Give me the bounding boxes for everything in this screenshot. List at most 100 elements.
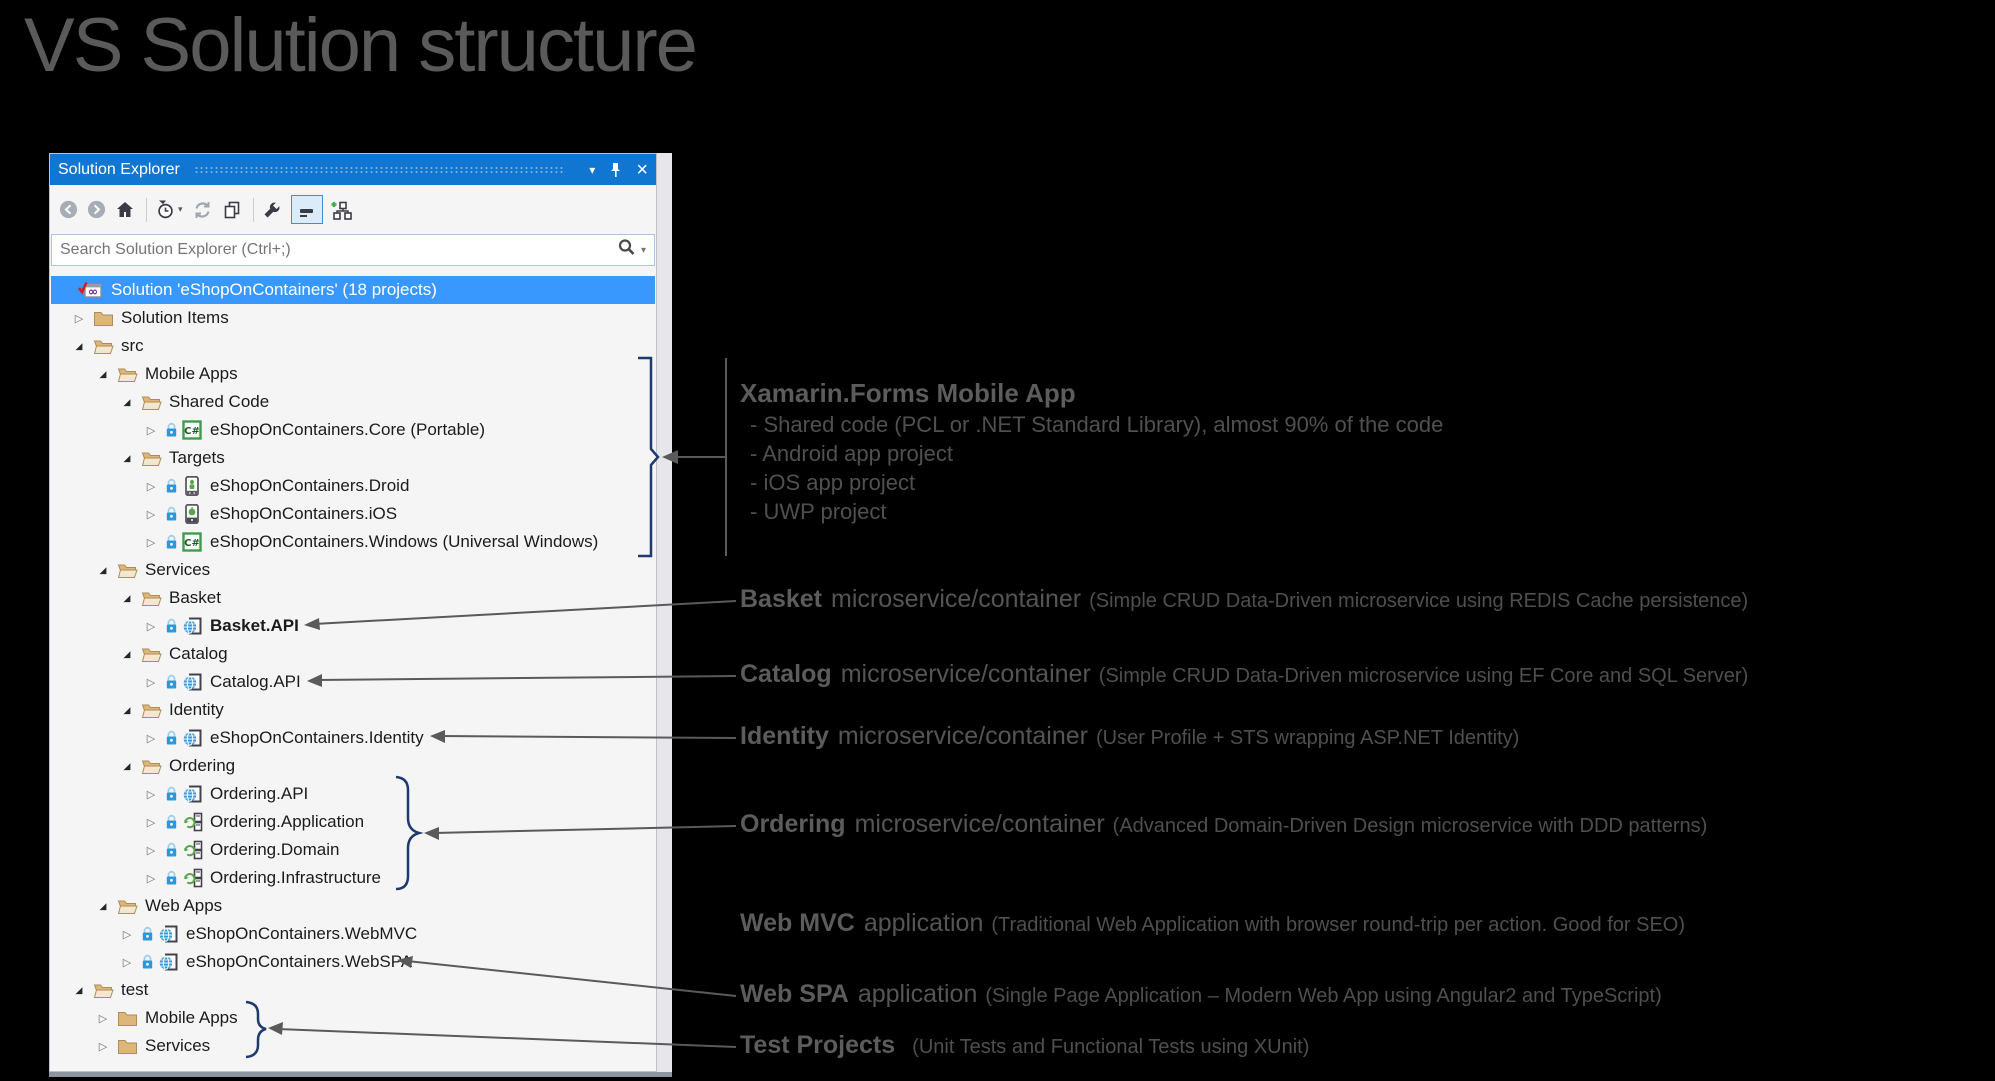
tree-item-test[interactable]: ◢test <box>51 976 655 1004</box>
expand-arrow-icon[interactable]: ▷ <box>146 480 156 493</box>
drag-handle-dots[interactable] <box>193 166 564 175</box>
expand-arrow-icon[interactable]: ▷ <box>146 508 156 521</box>
tree-item-eshoponcontainers-webmvc[interactable]: ▷eShopOnContainers.WebMVC <box>51 920 655 948</box>
lock-icon <box>165 618 178 634</box>
tree-item-ordering-api[interactable]: ▷Ordering.API <box>51 780 655 808</box>
expand-arrow-icon[interactable]: ▷ <box>146 844 156 857</box>
tree-item-eshoponcontainers-webspa[interactable]: ▷ eShopOnContainers.WebSPA <box>51 948 655 976</box>
home-button[interactable] <box>115 196 135 224</box>
web-icon <box>182 616 203 636</box>
lock-icon <box>165 814 178 830</box>
tree-item-shared-code[interactable]: ◢Shared Code <box>51 388 655 416</box>
expand-arrow-icon[interactable]: ▷ <box>146 872 156 885</box>
collapse-arrow-icon[interactable]: ◢ <box>123 592 131 603</box>
collapse-arrow-icon[interactable]: ◢ <box>123 704 131 715</box>
lock-icon <box>141 926 154 942</box>
web-icon <box>182 728 203 748</box>
expand-arrow-icon[interactable]: ▷ <box>146 424 156 437</box>
expand-arrow-icon[interactable]: ▷ <box>146 676 156 689</box>
tree-item-mobile-apps[interactable]: ◢Mobile Apps <box>51 360 655 388</box>
collapse-arrow-icon[interactable]: ◢ <box>99 564 107 575</box>
expand-arrow-icon[interactable]: ▷ <box>122 956 132 969</box>
classlib-icon <box>182 840 203 860</box>
tree-item-src[interactable]: ◢src <box>51 332 655 360</box>
tree-item-services[interactable]: ▷Services <box>51 1032 655 1060</box>
lock-icon <box>165 422 178 438</box>
tree-item-eshoponcontainers-windows-universal-windows[interactable]: ▷C#eShopOnContainers.Windows (Universal … <box>51 528 655 556</box>
tree-item-catalog-api[interactable]: ▷ Catalog.API <box>51 668 655 696</box>
tree-item-label: Catalog.API <box>210 672 301 691</box>
collapse-arrow-icon[interactable]: ◢ <box>123 396 131 407</box>
forward-button[interactable] <box>87 196 106 224</box>
tree-item-eshoponcontainers-core-portable[interactable]: ▷ C# eShopOnContainers.Core (Portable) <box>51 416 655 444</box>
callout-mid: microservice/container <box>837 722 1088 750</box>
tree-item-ordering[interactable]: ◢Ordering <box>51 752 655 780</box>
folder-open-icon <box>117 366 138 383</box>
search-input[interactable] <box>60 241 617 259</box>
tree-item-label: eShopOnContainers.Core (Portable) <box>210 420 485 439</box>
tree-item-targets[interactable]: ◢Targets <box>51 444 655 472</box>
expand-arrow-icon[interactable]: ▷ <box>98 1040 108 1053</box>
tree-item-web-apps[interactable]: ◢Web Apps <box>51 892 655 920</box>
callout-mid: microservice/container <box>831 585 1082 613</box>
search-options-caret-icon[interactable]: ▾ <box>640 244 646 256</box>
sync-with-active-document-button[interactable] <box>192 196 213 224</box>
callout-name: Web SPA <box>740 980 849 1008</box>
properties-wrench-button[interactable] <box>262 196 282 224</box>
tree-item-mobile-apps[interactable]: ▷Mobile Apps <box>51 1004 655 1032</box>
tree-item-ordering-domain[interactable]: ▷Ordering.Domain <box>51 836 655 864</box>
search-icon[interactable] <box>617 238 636 262</box>
tree-item-services[interactable]: ◢Services <box>51 556 655 584</box>
tree-item-basket[interactable]: ◢Basket <box>51 584 655 612</box>
collapse-arrow-icon[interactable]: ◢ <box>99 368 107 379</box>
filter-pending-changes-button[interactable]: ▾ <box>155 196 183 224</box>
tree-item-ordering-application[interactable]: ▷Ordering.Application <box>51 808 655 836</box>
panel-toolbar: ▾ <box>50 185 656 234</box>
callout-mid: microservice/container <box>840 660 1091 688</box>
tree-item-solution-eshoponcontainers-18-projects[interactable]: ∞Solution 'eShopOnContainers' (18 projec… <box>51 276 655 304</box>
folder-open-icon <box>141 702 162 719</box>
tree-item-eshoponcontainers-droid[interactable]: ▷eShopOnContainers.Droid <box>51 472 655 500</box>
expand-arrow-icon[interactable]: ▷ <box>146 788 156 801</box>
tree-item-catalog[interactable]: ◢Catalog <box>51 640 655 668</box>
window-menu-chevron-icon[interactable]: ▾ <box>589 162 596 177</box>
pin-icon[interactable] <box>609 162 622 178</box>
folder-open-icon <box>141 590 162 607</box>
collapse-arrow-icon[interactable]: ◢ <box>99 900 107 911</box>
expand-arrow-icon[interactable]: ▷ <box>146 732 156 745</box>
search-box[interactable]: ▾ <box>51 234 655 266</box>
tree-item-label: eShopOnContainers.WebSPA <box>186 952 413 971</box>
collapse-arrow-icon[interactable]: ◢ <box>75 984 83 995</box>
expand-arrow-icon[interactable]: ▷ <box>146 620 156 633</box>
expand-arrow-icon[interactable]: ▷ <box>74 312 84 325</box>
collapse-arrow-icon[interactable]: ◢ <box>123 452 131 463</box>
svg-text:C#: C# <box>184 426 200 437</box>
filter-dropdown-caret-icon[interactable]: ▾ <box>178 204 183 214</box>
page-title: VS Solution structure <box>24 3 698 88</box>
collapse-arrow-icon[interactable]: ◢ <box>123 648 131 659</box>
tree-item-solution-items[interactable]: ▷Solution Items <box>51 304 655 332</box>
collapse-arrow-icon[interactable]: ◢ <box>75 340 83 351</box>
view-hierarchy-add-button[interactable] <box>330 196 353 224</box>
tree-item-identity[interactable]: ◢Identity <box>51 696 655 724</box>
expand-arrow-icon[interactable]: ▷ <box>146 536 156 549</box>
show-all-files-button[interactable] <box>222 196 242 224</box>
svg-text:C#: C# <box>184 538 200 549</box>
expand-arrow-icon[interactable]: ▷ <box>98 1012 108 1025</box>
expand-arrow-icon[interactable]: ▷ <box>122 928 132 941</box>
droid-icon <box>182 476 203 496</box>
collapse-all-button[interactable] <box>290 195 323 224</box>
tree-item-basket-api[interactable]: ▷Basket.API <box>51 612 655 640</box>
close-icon[interactable]: × <box>636 158 648 181</box>
folder-open-icon <box>141 394 162 411</box>
callout-paren: (Advanced Domain-Driven Design microserv… <box>1112 815 1708 837</box>
collapse-arrow-icon[interactable]: ◢ <box>123 760 131 771</box>
expand-arrow-icon[interactable]: ▷ <box>146 816 156 829</box>
tree-item-eshoponcontainers-ios[interactable]: ▷eShopOnContainers.iOS <box>51 500 655 528</box>
tree-item-ordering-infrastructure[interactable]: ▷Ordering.Infrastructure <box>51 864 655 892</box>
tree-item-eshoponcontainers-identity[interactable]: ▷eShopOnContainers.Identity <box>51 724 655 752</box>
back-button[interactable] <box>59 196 78 224</box>
csharp-icon: C# <box>182 420 203 440</box>
folder-open-icon <box>141 646 162 663</box>
panel-titlebar[interactable]: Solution Explorer ▾ × <box>50 154 656 185</box>
